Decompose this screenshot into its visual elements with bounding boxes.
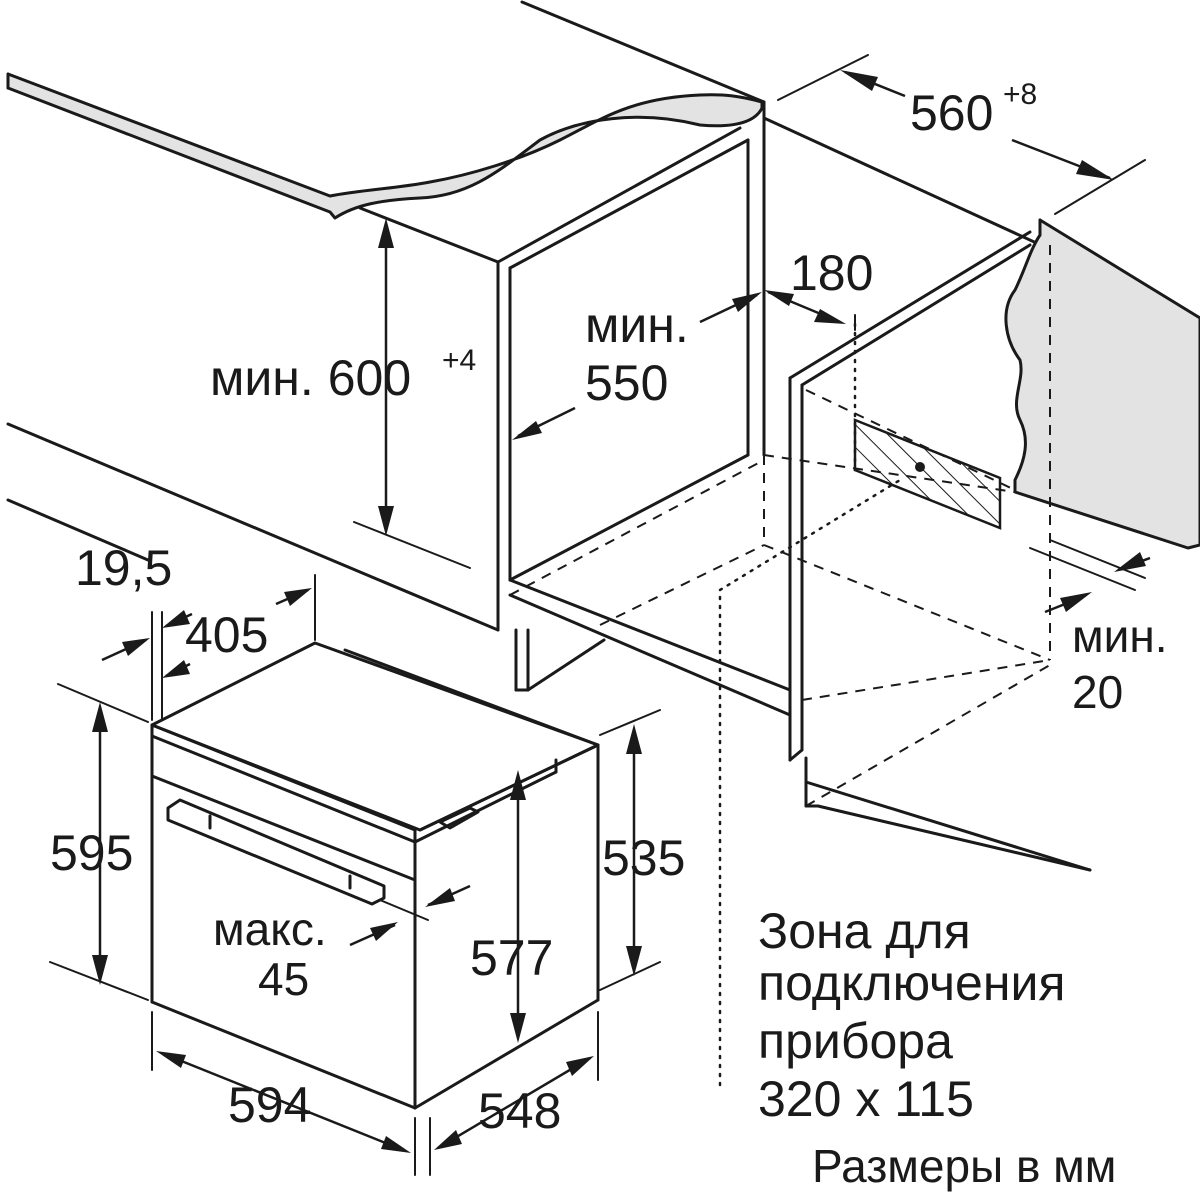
connection-zone: [718, 318, 1002, 1087]
dimension-535: 535: [599, 709, 685, 991]
dimension-594: 594: [151, 1011, 416, 1176]
label-19-5: 19,5: [75, 540, 172, 596]
dimension-405: 405: [162, 574, 316, 678]
zone-line-2: подключения: [758, 955, 1065, 1011]
label-405: 405: [185, 607, 268, 663]
oven: [150, 641, 600, 1110]
label-548: 548: [478, 1083, 561, 1139]
label-577: 577: [470, 930, 553, 986]
dimension-min-20: мин. 20: [1029, 539, 1168, 718]
dimension-548: 548: [429, 1011, 599, 1176]
zone-line-4: 320 x 115: [758, 1071, 974, 1127]
cabinet-outline: [6, 116, 1092, 872]
connection-zone-caption: Зона для подключения прибора 320 x 115: [758, 903, 1065, 1127]
label-min-600: мин. 600: [210, 350, 411, 406]
label-min-20-word: мин.: [1072, 610, 1168, 662]
label-560: 560: [910, 85, 993, 141]
label-600-tol: +4: [442, 344, 476, 377]
right-counter-piece: [1004, 218, 1200, 550]
label-594: 594: [228, 1077, 311, 1133]
dimension-577: 577: [470, 770, 553, 1043]
dimension-550: мин. 550: [512, 292, 762, 440]
label-maks-word: макс.: [213, 903, 327, 955]
label-560-tol: +8: [1003, 78, 1037, 111]
label-45: 45: [258, 953, 309, 1005]
countertop: [6, 72, 764, 220]
dimension-600: мин. 600 +4: [210, 218, 476, 569]
dimension-19-5: 19,5: [75, 540, 193, 721]
label-min-550-word: мин.: [585, 297, 689, 353]
dimension-180: 180: [764, 245, 873, 331]
label-20: 20: [1072, 666, 1123, 718]
dimension-595: 595: [49, 683, 149, 1001]
label-550: 550: [585, 355, 668, 411]
zone-line-3: прибора: [758, 1013, 953, 1069]
label-535: 535: [602, 830, 685, 886]
dimension-560: 560 +8: [777, 54, 1146, 215]
units-note: Размеры в мм: [812, 1140, 1116, 1192]
label-595: 595: [50, 825, 133, 881]
niche-dashed-lines: [509, 245, 1051, 807]
zone-line-1: Зона для: [758, 903, 971, 959]
label-180: 180: [790, 245, 873, 301]
dimension-max-45: макс. 45: [213, 884, 471, 1005]
